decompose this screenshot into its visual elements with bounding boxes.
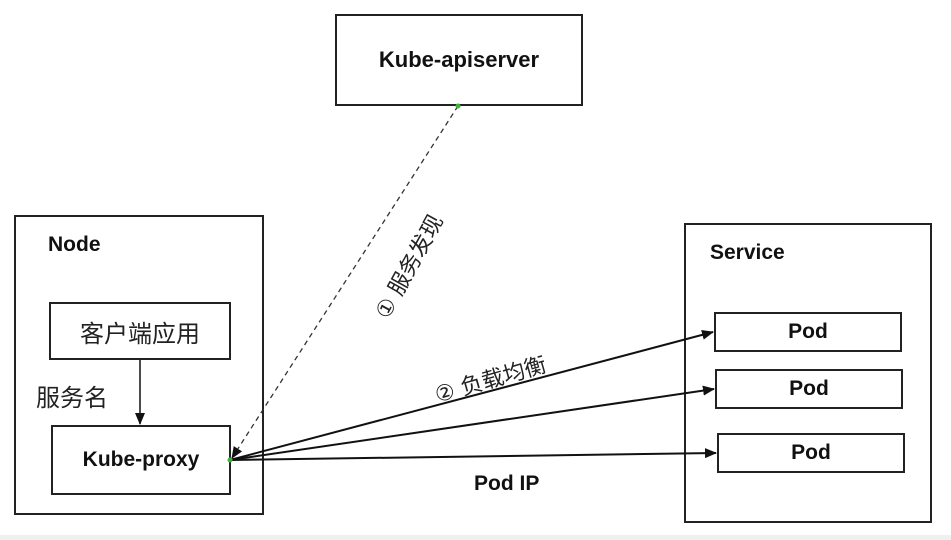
- pod-label: Pod: [791, 441, 831, 464]
- service-title: Service: [710, 241, 785, 264]
- proxy-to-pod3-arrow: [229, 448, 717, 461]
- discovery-dashed-arrow: [231, 105, 459, 459]
- pod-label: Pod: [789, 377, 829, 400]
- pod-label: Pod: [788, 320, 828, 343]
- bottom-strip: [0, 535, 951, 540]
- pod-box: Pod: [717, 433, 905, 473]
- pod-box: Pod: [714, 312, 902, 352]
- discovery-label: ① 服务发现: [371, 210, 449, 324]
- pod-ip-label: Pod IP: [474, 472, 540, 495]
- service-name-label: 服务名: [36, 384, 108, 412]
- node-title: Node: [48, 233, 101, 256]
- kube-proxy-box: Kube-proxy: [51, 425, 231, 495]
- kube-apiserver-box: Kube-apiserver: [335, 14, 583, 106]
- load-balance-label: ② 负载均衡: [432, 352, 550, 409]
- pod-box: Pod: [715, 369, 903, 409]
- kube-proxy-label: Kube-proxy: [82, 448, 200, 471]
- kube-apiserver-label: Kube-apiserver: [378, 47, 540, 72]
- client-app-box: 客户端应用: [49, 302, 231, 360]
- client-app-label: 客户端应用: [80, 319, 200, 348]
